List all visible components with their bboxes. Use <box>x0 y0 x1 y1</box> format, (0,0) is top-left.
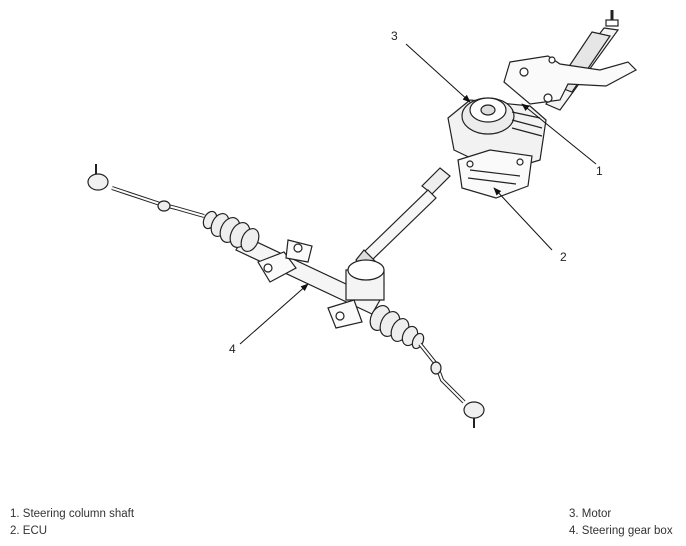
leader-lines <box>239 43 597 345</box>
tie-rod-right <box>418 342 485 428</box>
legend-item-steering-column-shaft: 1. Steering column shaft <box>10 508 135 520</box>
steering-gear-box <box>202 210 425 350</box>
callout-4: 4 <box>229 342 236 356</box>
callout-3: 3 <box>391 29 398 43</box>
legend-item-ecu: 2. ECU <box>10 525 48 537</box>
legend-left: 1. Steering column shaft 2. ECU <box>10 506 134 540</box>
intermediate-shaft <box>355 167 451 273</box>
legend-item-steering-gear-box: 4. Steering gear box <box>569 525 673 537</box>
steering-column-shaft <box>503 10 637 111</box>
callout-1: 1 <box>596 164 603 178</box>
ecu <box>457 149 533 199</box>
callout-2: 2 <box>560 250 567 264</box>
eps-diagram <box>87 10 637 428</box>
legend-item-motor: 3. Motor <box>569 508 612 520</box>
legend-right: 3. Motor 4. Steering gear box <box>569 506 673 540</box>
tie-rod-left <box>87 164 205 218</box>
